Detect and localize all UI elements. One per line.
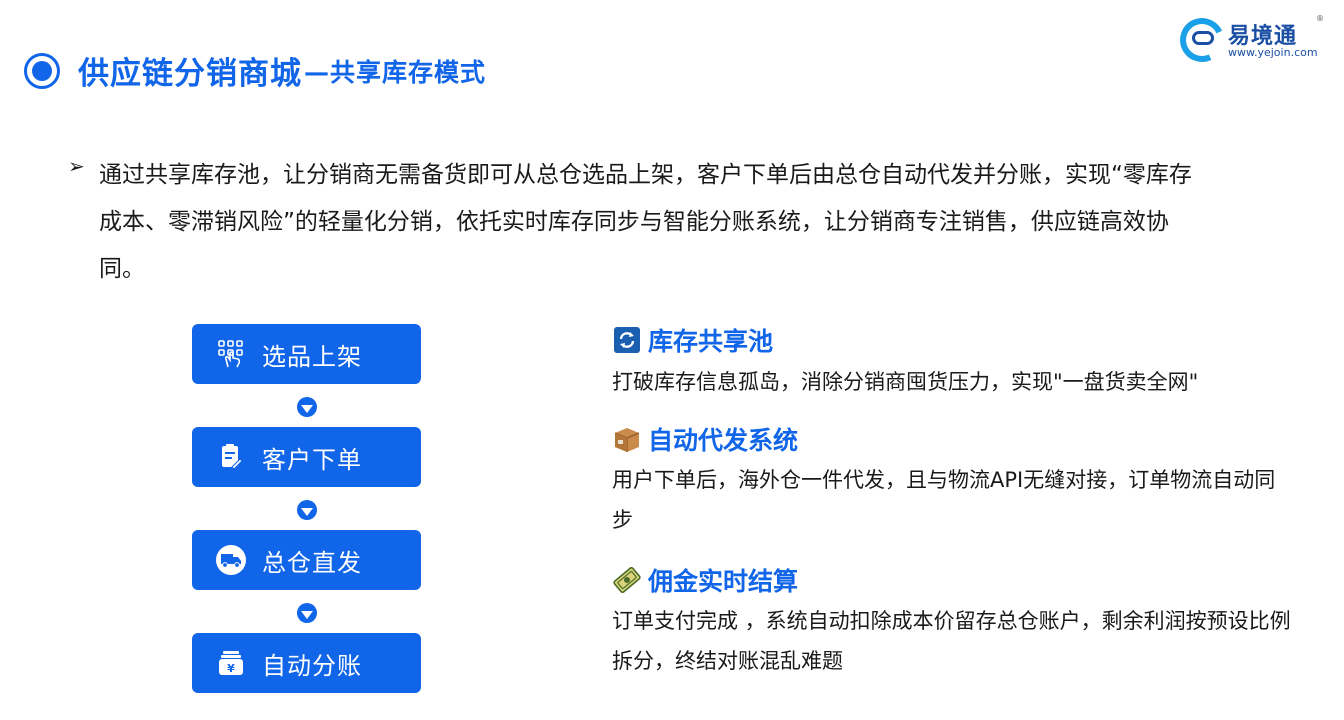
feature-description: 用户下单后，海外仓一件代发，且与物流API无缝对接，订单物流自动同步 — [612, 468, 1276, 532]
feature-auto-dropship-heading: 自动代发系统 — [612, 421, 798, 457]
flow-step-direct-ship: 总仓直发 — [192, 530, 421, 590]
feature-description: 打破库存信息孤岛，消除分销商囤货压力，实现"一盘货卖全网" — [612, 370, 1199, 394]
flow-step-select-products: 选品上架 — [192, 324, 421, 384]
arrow-bullet-icon: ➢ — [68, 154, 85, 178]
page-title: 供应链分销商城 —共享库存模式 — [24, 48, 486, 93]
delivery-truck-icon — [214, 543, 248, 577]
flow-step-label: 客户下单 — [262, 445, 362, 474]
title-main: 供应链分销商城 — [78, 56, 302, 92]
logo-name: 易境通 — [1228, 24, 1298, 49]
logo-url: www.yejoin.com — [1228, 46, 1318, 59]
logo-registered-mark: ® — [1316, 14, 1324, 23]
feature-inventory-pool-heading: 库存共享池 — [612, 322, 773, 358]
title-sub: —共享库存模式 — [304, 57, 487, 87]
flow-step-auto-split: ¥ 自动分账 — [192, 633, 421, 693]
flow-step-label: 选品上架 — [262, 342, 362, 371]
flow-step-label: 自动分账 — [262, 651, 362, 680]
svg-text:¥: ¥ — [227, 662, 235, 675]
logo-cloud-icon — [1192, 31, 1214, 45]
flow-step-label: 总仓直发 — [262, 548, 362, 577]
intro-paragraph: ➢ 通过共享库存池，让分销商无需备货即可从总仓选品上架，客户下单后由总仓自动代发… — [68, 152, 1218, 293]
feature-description: 订单支付完成 ，系统自动扣除成本价留存总仓账户，剩余利润按预设比例拆分，终结对账… — [612, 609, 1291, 673]
feature-commission-heading: 佣金实时结算 — [612, 562, 798, 598]
refresh-sync-icon — [612, 325, 642, 355]
down-arrow-icon — [297, 500, 317, 520]
intro-text: 通过共享库存池，让分销商无需备货即可从总仓选品上架，客户下单后由总仓自动代发并分… — [99, 162, 1192, 282]
down-arrow-icon — [297, 603, 317, 623]
package-box-icon — [612, 424, 642, 454]
money-bill-icon — [612, 565, 642, 595]
yuan-wallet-icon: ¥ — [214, 646, 248, 680]
flow-step-customer-order: 客户下单 — [192, 427, 421, 487]
order-form-icon — [214, 440, 248, 474]
title-bullet-icon — [24, 52, 60, 89]
feature-title: 库存共享池 — [648, 327, 774, 356]
feature-title: 自动代发系统 — [648, 426, 799, 455]
down-arrow-icon — [297, 397, 317, 417]
brand-logo: 易境通 ® www.yejoin.com — [1173, 11, 1330, 69]
grid-touch-icon — [214, 337, 248, 371]
feature-title: 佣金实时结算 — [648, 567, 799, 596]
